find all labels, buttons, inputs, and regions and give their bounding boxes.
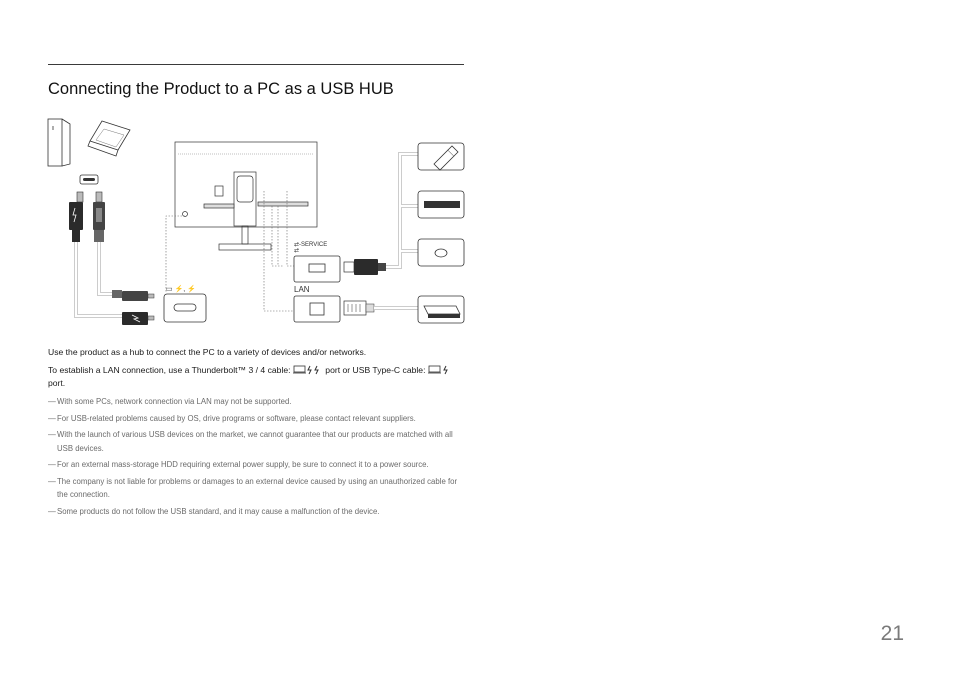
network-switch-icon	[417, 295, 465, 324]
monitor-back	[174, 141, 318, 251]
usb-c-plug-horizontal	[112, 290, 155, 301]
usb-c-port-icon	[79, 174, 99, 185]
rj45-port-box: LAN	[293, 285, 341, 323]
usb-stick-icon	[417, 142, 465, 171]
pc-tower-icon	[47, 118, 71, 167]
mouse-icon	[417, 238, 465, 267]
lan-paragraph: To establish a LAN connection, use a Thu…	[48, 364, 468, 390]
rj45-plug	[343, 300, 375, 316]
laptop-icon	[87, 120, 131, 157]
svg-text:⇄-SERVICE: ⇄-SERVICE	[294, 241, 327, 248]
connection-diagram: ▭ ⚡, ⚡ ⇄-SERVICE ⇄ LAN	[47, 118, 465, 325]
usb-a-port-box: ⇄-SERVICE ⇄	[293, 241, 341, 283]
note-text: The company is not liable for problems o…	[57, 476, 458, 500]
leader-lines	[165, 191, 294, 312]
svg-text:⇄: ⇄	[294, 247, 299, 254]
top-rule	[48, 64, 464, 65]
laptop-thunderbolt-icon	[292, 365, 319, 375]
note-text: Some products do not follow the USB stan…	[57, 506, 380, 516]
page-number: 21	[880, 622, 904, 645]
thunderbolt-plug-horizontal	[122, 312, 155, 325]
note-item: —Some products do not follow the USB sta…	[48, 505, 468, 519]
note-dash: —	[48, 413, 56, 423]
intro-paragraph: Use the product as a hub to connect the …	[48, 347, 367, 357]
note-text: For USB-related problems caused by OS, d…	[57, 413, 416, 423]
note-item: —With some PCs, network connection via L…	[48, 395, 468, 409]
laptop-usb-c-icon	[427, 365, 448, 375]
note-dash: —	[48, 476, 56, 486]
usb-c-cable-plug	[93, 191, 105, 242]
note-item: —With the launch of various USB devices …	[48, 428, 468, 455]
note-text: With the launch of various USB devices o…	[57, 430, 453, 453]
usb-a-plug	[343, 259, 386, 275]
thunderbolt-cable-plug	[69, 191, 84, 242]
note-dash: —	[48, 397, 56, 406]
lan-paragraph-part-c: port.	[48, 378, 66, 388]
thunderbolt-port-box: ▭ ⚡, ⚡	[163, 284, 207, 323]
svg-text:▭ ⚡, ⚡: ▭ ⚡, ⚡	[166, 284, 196, 293]
note-dash: —	[48, 506, 56, 516]
lan-paragraph-part-b: port or USB Type-C cable:	[322, 365, 428, 375]
page-title: Connecting the Product to a PC as a USB …	[48, 80, 394, 98]
svg-text:LAN: LAN	[294, 285, 310, 294]
note-text: With some PCs, network connection via LA…	[57, 397, 292, 406]
lan-paragraph-part-a: To establish a LAN connection, use a Thu…	[48, 365, 293, 375]
note-item: —The company is not liable for problems …	[48, 475, 468, 502]
note-text: For an external mass-storage HDD requiri…	[57, 460, 429, 469]
note-dash: —	[48, 460, 56, 469]
note-dash: —	[48, 430, 56, 439]
note-item: —For USB-related problems caused by OS, …	[48, 412, 468, 426]
notes-list: —With some PCs, network connection via L…	[48, 395, 468, 521]
note-item: —For an external mass-storage HDD requir…	[48, 458, 468, 472]
keyboard-icon	[417, 190, 465, 219]
